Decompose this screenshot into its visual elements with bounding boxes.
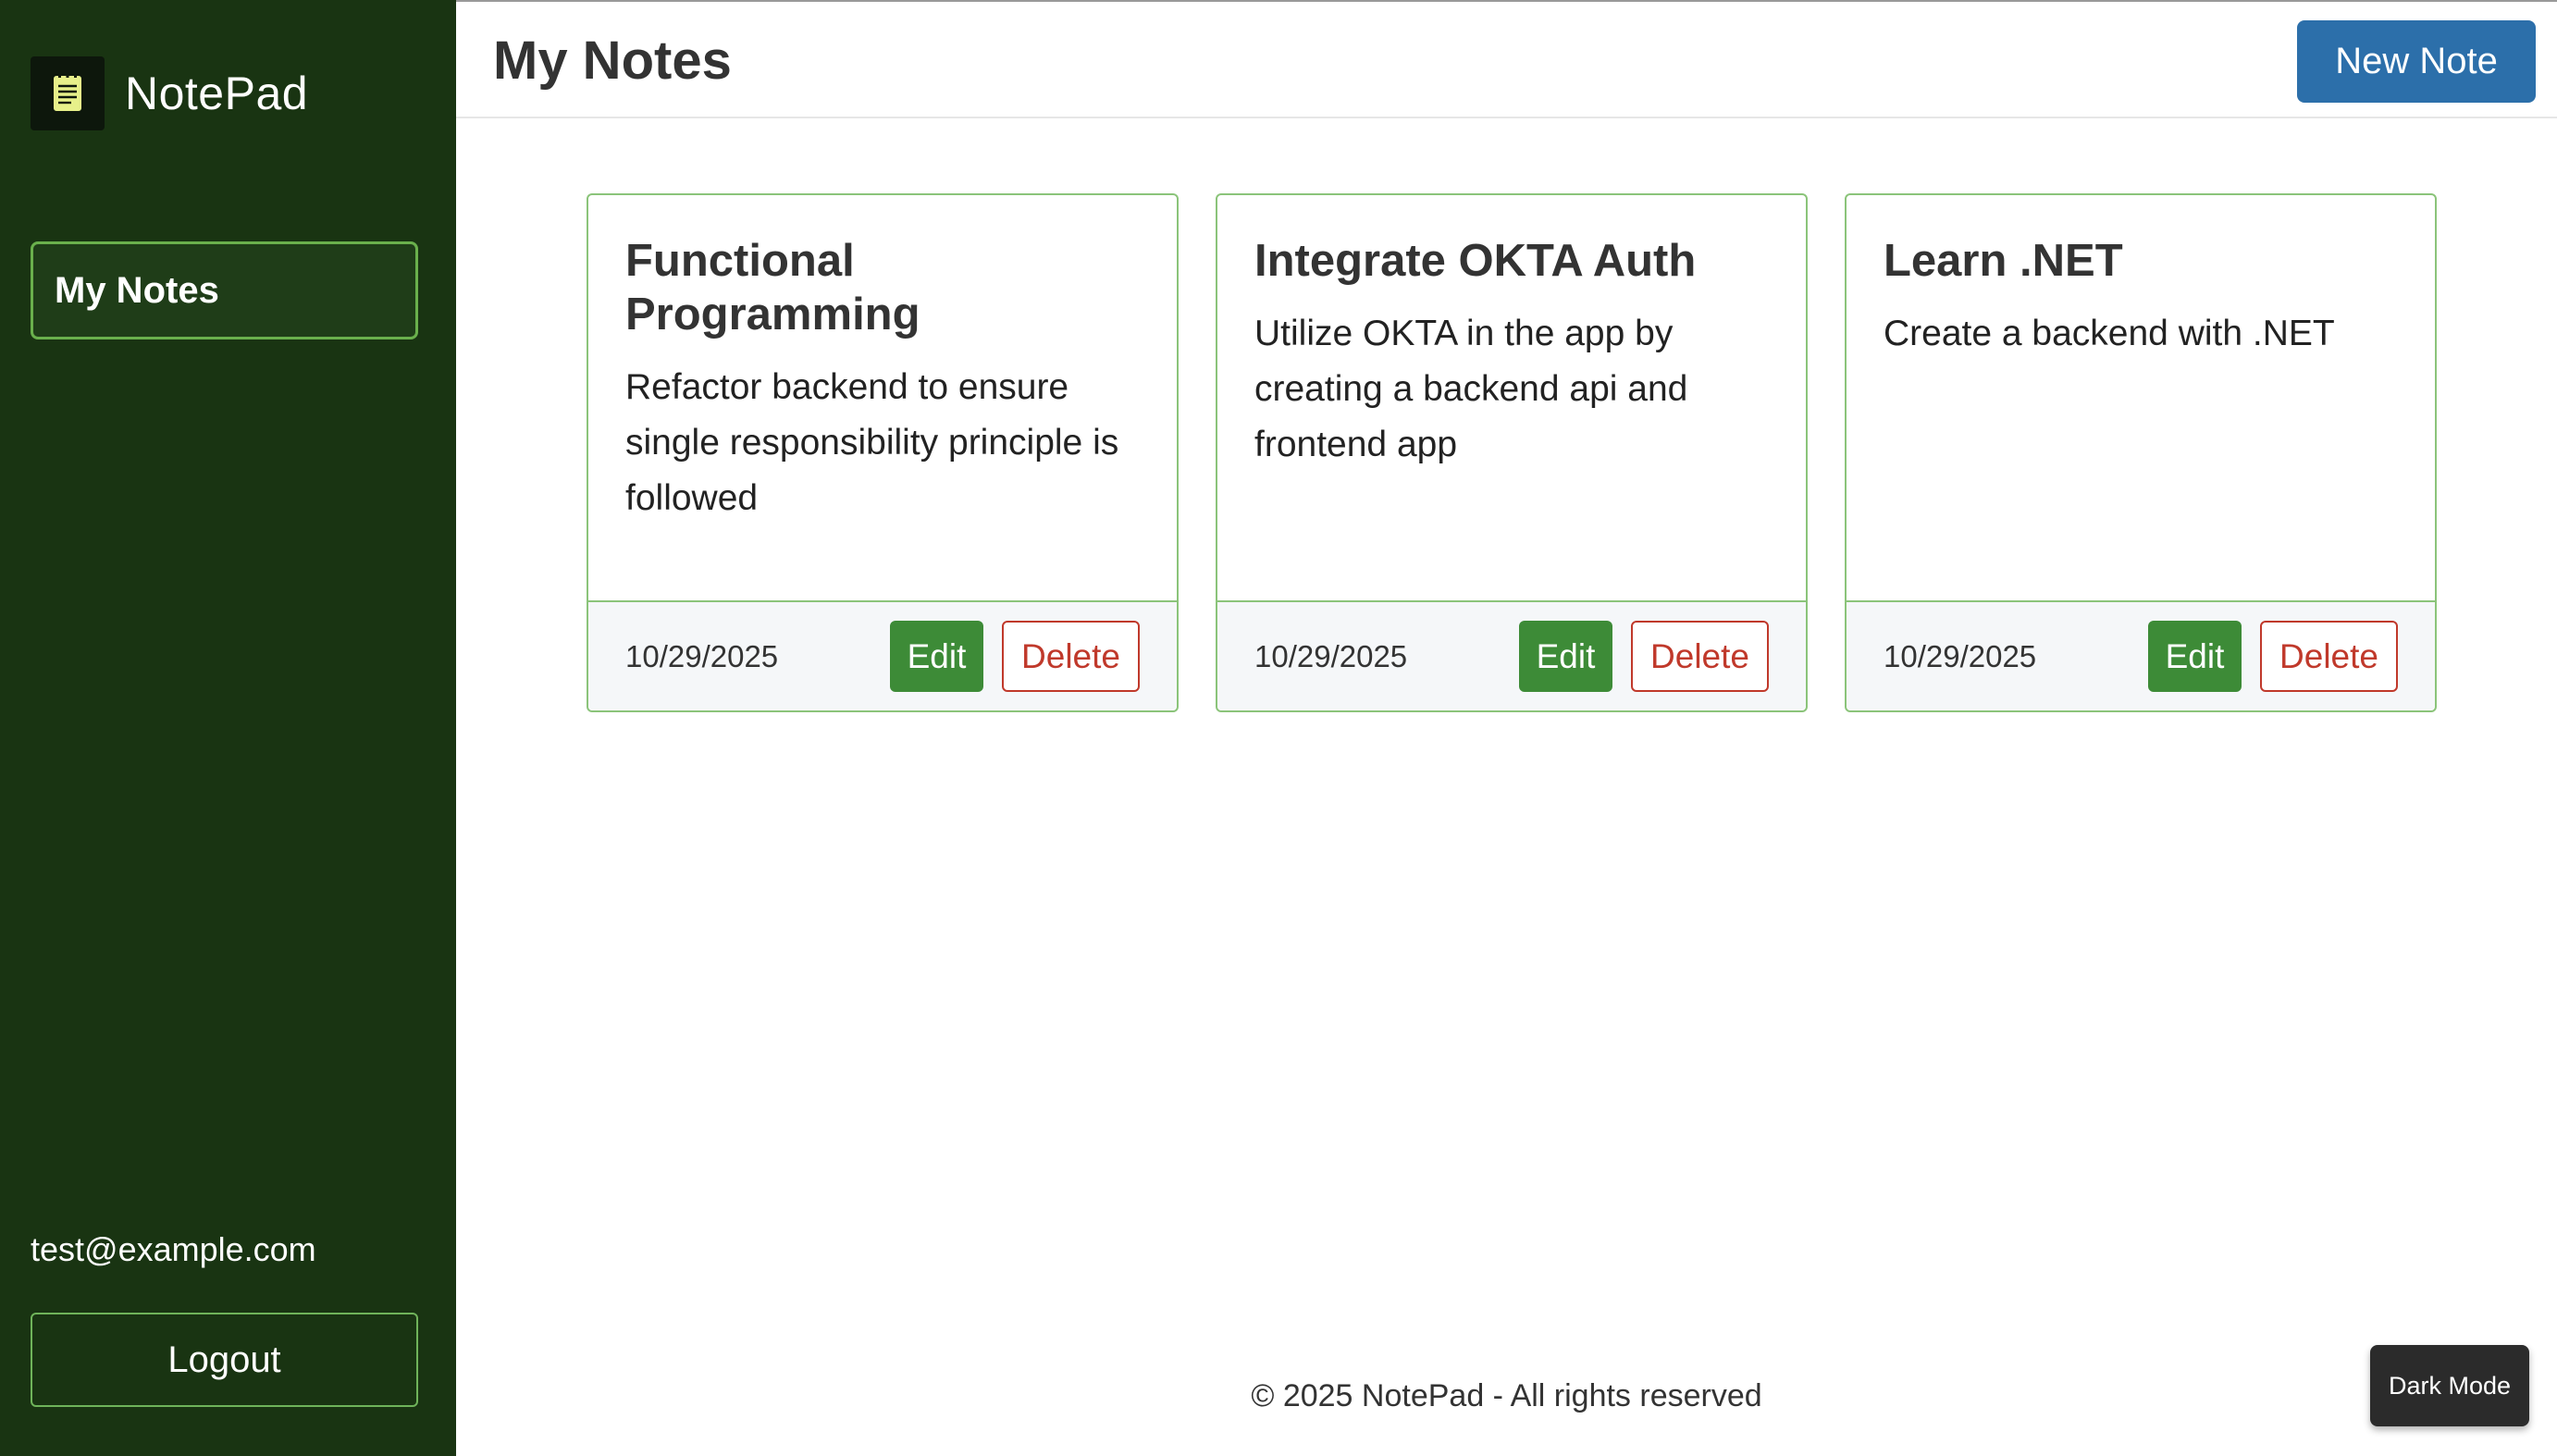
note-card-footer: 10/29/2025 Edit Delete bbox=[588, 600, 1177, 710]
note-date: 10/29/2025 bbox=[1884, 638, 2037, 673]
edit-button[interactable]: Edit bbox=[890, 621, 983, 692]
note-date: 10/29/2025 bbox=[625, 638, 779, 673]
note-card: Functional Programming Refactor backend … bbox=[587, 193, 1179, 712]
note-title: Integrate OKTA Auth bbox=[1254, 236, 1697, 286]
delete-button[interactable]: Delete bbox=[1631, 621, 1769, 692]
user-email: test@example.com bbox=[31, 1230, 316, 1268]
new-note-button[interactable]: New Note bbox=[2297, 20, 2536, 103]
dark-mode-toggle[interactable]: Dark Mode bbox=[2370, 1345, 2529, 1426]
delete-button[interactable]: Delete bbox=[1002, 621, 1140, 692]
note-title: Learn .NET bbox=[1884, 236, 2123, 286]
page-title: My Notes bbox=[493, 31, 732, 91]
sidebar: NotePad My Notes test@example.com Logout bbox=[0, 0, 456, 1456]
note-card-body: Learn .NET Create a backend with .NET bbox=[1847, 195, 2435, 602]
note-card-footer: 10/29/2025 Edit Delete bbox=[1847, 600, 2435, 710]
top-bar: My Notes New Note bbox=[456, 0, 2557, 118]
note-card-body: Integrate OKTA Auth Utilize OKTA in the … bbox=[1217, 195, 1806, 602]
delete-button[interactable]: Delete bbox=[2260, 621, 2398, 692]
logout-button[interactable]: Logout bbox=[31, 1313, 418, 1407]
edit-button[interactable]: Edit bbox=[2148, 621, 2242, 692]
notes-grid: Functional Programming Refactor backend … bbox=[587, 193, 2474, 712]
notepad-icon bbox=[31, 56, 105, 130]
brand-name: NotePad bbox=[125, 68, 309, 119]
note-card-body: Functional Programming Refactor backend … bbox=[588, 195, 1177, 602]
note-title: Functional Programming bbox=[625, 236, 920, 339]
edit-button[interactable]: Edit bbox=[1519, 621, 1612, 692]
note-card: Integrate OKTA Auth Utilize OKTA in the … bbox=[1216, 193, 1808, 712]
sidebar-item-my-notes[interactable]: My Notes bbox=[31, 241, 418, 339]
note-body: Refactor backend to ensure single respon… bbox=[625, 367, 1119, 518]
note-body: Create a backend with .NET bbox=[1884, 314, 2335, 353]
note-card: Learn .NET Create a backend with .NET 10… bbox=[1845, 193, 2437, 712]
brand[interactable]: NotePad bbox=[31, 56, 308, 130]
note-body: Utilize OKTA in the app by creating a ba… bbox=[1254, 314, 1688, 464]
page-footer: © 2025 NotePad - All rights reserved bbox=[1251, 1378, 1762, 1413]
note-card-footer: 10/29/2025 Edit Delete bbox=[1217, 600, 1806, 710]
note-date: 10/29/2025 bbox=[1254, 638, 1408, 673]
sidebar-item-label: My Notes bbox=[55, 269, 219, 311]
